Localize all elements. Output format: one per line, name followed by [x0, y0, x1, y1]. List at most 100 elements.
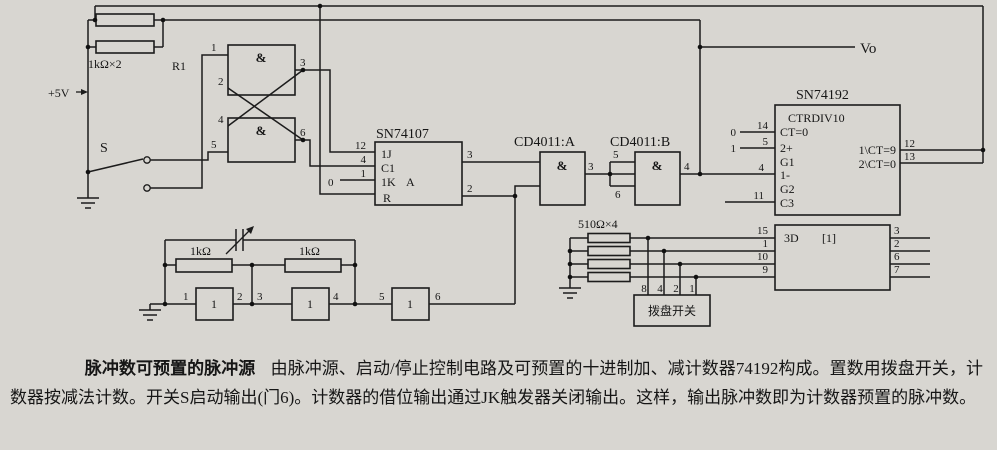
latch-name: R1 — [172, 59, 186, 73]
nand-b-title: CD4011:B — [610, 135, 670, 150]
jk-row-r: R — [383, 191, 391, 205]
latch-pin-2: 2 — [218, 76, 224, 88]
dial-digit-4: 4 — [657, 283, 663, 295]
nand-b-out-pin: 4 — [684, 161, 690, 173]
counter-row-borrow: 2\CT=0 — [859, 157, 896, 171]
rpack-label: 510Ω×4 — [578, 217, 618, 231]
jk-row-c1: C1 — [381, 161, 395, 175]
nand-a-symbol: & — [557, 158, 568, 173]
counter-row-up: 2+ — [780, 141, 793, 155]
counter-pin-13: 13 — [904, 151, 916, 163]
jk-pin-12: 12 — [355, 140, 366, 152]
jk-title: SN74107 — [376, 127, 429, 142]
start-switch — [143, 156, 151, 192]
counter-header: CTRDIV10 — [788, 111, 845, 125]
register-pin-9: 9 — [763, 264, 769, 276]
pullup-resistor-1 — [95, 13, 155, 27]
counter-row-c3: C3 — [780, 196, 794, 210]
register-pin-3: 3 — [894, 225, 900, 237]
register-pin-1: 1 — [763, 238, 769, 250]
latch-pin-4: 4 — [218, 114, 224, 126]
circuit-schematic: 1kΩ×2 +5V S R1 & & 1 2 3 4 5 6 SN74107 1… — [48, 3, 986, 327]
pullup-resistor-2 — [95, 40, 155, 54]
osc-r1-label: 1kΩ — [190, 244, 211, 258]
osc-pin-2: 2 — [237, 291, 243, 303]
caption-title: 脉冲数可预置的脉冲源 — [84, 359, 256, 378]
latch-gate-b — [227, 117, 296, 163]
jk-pin-2: 2 — [467, 183, 473, 195]
caption-paragraph: 脉冲数可预置的脉冲源由脉冲源、启动/停止控制电路及可预置的十进制加、减计数器74… — [10, 354, 983, 412]
osc-inverter-1 — [195, 287, 234, 321]
latch-pin-5: 5 — [211, 139, 217, 151]
nand-b-in-6: 6 — [615, 189, 621, 201]
osc-pin-5: 5 — [379, 291, 385, 303]
osc-inv-1-symbol: 1 — [211, 297, 217, 311]
vcc-arrow-icon — [81, 89, 88, 95]
dial-digit-2: 2 — [673, 283, 679, 295]
nand-b-box — [634, 151, 681, 206]
counter-row-ct0: CT=0 — [780, 125, 808, 139]
osc-resistor-2 — [284, 258, 342, 273]
vo-label: Vo — [860, 41, 876, 57]
caption-body: 由脉冲源、启动/停止控制电路及可预置的十进制加、减计数器74192构成。置数用拨… — [10, 359, 983, 408]
osc-inverter-2 — [291, 287, 330, 321]
latch-gate-a-symbol: & — [256, 50, 267, 65]
nand-a-title: CD4011:A — [514, 135, 576, 150]
counter-pin-4: 4 — [759, 162, 765, 174]
latch-gate-b-symbol: & — [256, 123, 267, 138]
counter-level-1: 1 — [731, 143, 737, 155]
jk-pin-4: 4 — [361, 154, 367, 166]
osc-pin-4: 4 — [333, 291, 339, 303]
junction-dots — [85, 3, 986, 307]
osc-r2-label: 1kΩ — [299, 244, 320, 258]
register-mode-label: [1] — [822, 231, 836, 245]
nand-a-box — [539, 151, 586, 206]
register-pin-7: 7 — [894, 264, 900, 276]
jk-row-suffix: A — [406, 175, 415, 189]
counter-row-down: 1- — [780, 168, 790, 182]
counter-pin-12: 12 — [904, 138, 915, 150]
jk-const-0: 0 — [328, 177, 334, 189]
dial-switch-box — [633, 294, 711, 327]
ground-icon-switch — [77, 197, 99, 209]
counter-row-g1: G1 — [780, 155, 795, 169]
osc-pin-1: 1 — [183, 291, 189, 303]
counter-title: SN74192 — [796, 88, 849, 103]
osc-resistor-1 — [175, 258, 233, 273]
register-pin-10: 10 — [757, 251, 769, 263]
jk-flipflop-box — [374, 141, 463, 206]
osc-inv-3-symbol: 1 — [407, 297, 413, 311]
switch-label: S — [100, 141, 108, 156]
nand-a-out-pin: 3 — [588, 161, 594, 173]
pullup-label: 1kΩ×2 — [88, 57, 122, 71]
nand-b-in-5: 5 — [613, 149, 619, 161]
jk-row-1j: 1J — [381, 147, 392, 161]
register-pin-6: 6 — [894, 251, 900, 263]
jk-row-1k: 1K — [381, 175, 396, 189]
register-3d-label: 3D — [784, 231, 799, 245]
ground-icon-osc — [139, 304, 161, 321]
dial-digit-1: 1 — [689, 283, 695, 295]
latch-pin-1: 1 — [211, 42, 217, 54]
counter-row-carry: 1\CT=9 — [859, 143, 896, 157]
counter-level-0: 0 — [731, 127, 737, 139]
register-pin-15: 15 — [757, 225, 769, 237]
osc-pin-3: 3 — [257, 291, 263, 303]
jk-pin-1: 1 — [361, 168, 367, 180]
latch-pin-6: 6 — [300, 127, 306, 139]
counter-row-g2: G2 — [780, 182, 795, 196]
vcc-label: +5V — [48, 86, 70, 100]
osc-pin-6: 6 — [435, 291, 441, 303]
caption: 脉冲数可预置的脉冲源由脉冲源、启动/停止控制电路及可预置的十进制加、减计数器74… — [0, 348, 997, 412]
ground-icon-rpack — [559, 284, 581, 299]
counter-pin-5: 5 — [763, 136, 769, 148]
counter-pin-14: 14 — [757, 120, 769, 132]
variable-capacitor-icon — [225, 226, 254, 255]
register-box — [774, 224, 891, 291]
osc-inverter-3 — [391, 287, 430, 321]
nand-b-symbol: & — [652, 158, 663, 173]
wires — [76, 5, 984, 305]
resistor-pack — [587, 232, 631, 283]
osc-inv-2-symbol: 1 — [307, 297, 313, 311]
